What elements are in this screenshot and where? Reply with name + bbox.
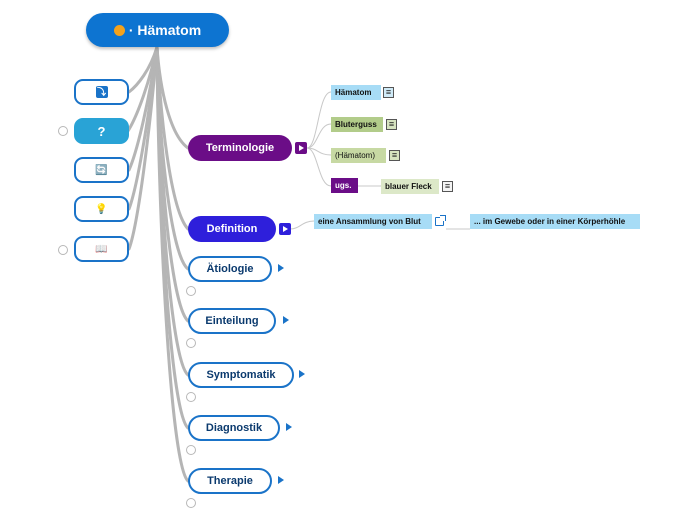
status-dot <box>113 24 125 36</box>
icon-node-question[interactable]: ? <box>74 118 129 144</box>
node-diagnostik[interactable]: Diagnostik <box>188 415 280 441</box>
note-icon[interactable]: ≡ <box>383 87 394 98</box>
root-label: · Hämatom <box>128 22 202 38</box>
node-therapie-label: Therapie <box>207 475 253 487</box>
arrow-down-icon: ⤵ <box>95 86 108 98</box>
collapse-count-badge[interactable] <box>186 498 196 508</box>
node-symptomatik[interactable]: Symptomatik <box>188 362 294 388</box>
node-diagnostik-label: Diagnostik <box>205 422 263 434</box>
question-icon: ? <box>97 123 106 139</box>
node-symptomatik-label: Symptomatik <box>206 369 276 381</box>
expand-play-icon[interactable] <box>295 142 307 154</box>
collapse-count-badge[interactable] <box>58 126 68 136</box>
leaf-label: (Hämatom) <box>335 151 376 160</box>
icon-node-refresh[interactable]: 🔄 <box>74 157 129 183</box>
node-aetiologie[interactable]: Ätiologie <box>188 256 272 282</box>
expand-arrow-icon[interactable] <box>286 423 292 431</box>
lightbulb-icon: 💡 <box>95 203 108 215</box>
node-aetiologie-label: Ätiologie <box>206 263 254 275</box>
note-icon[interactable]: ≡ <box>442 181 453 192</box>
icon-node-arrow[interactable]: ⤵ <box>74 79 129 105</box>
book-icon: 📖 <box>95 243 108 255</box>
leaf-label: blauer Fleck <box>385 182 432 191</box>
collapse-count-badge[interactable] <box>186 338 196 348</box>
leaf-definition-part1[interactable]: eine Ansammlung von Blut <box>314 214 432 229</box>
note-icon[interactable]: ≡ <box>389 150 400 161</box>
expand-arrow-icon[interactable] <box>299 370 305 378</box>
expand-arrow-icon[interactable] <box>283 316 289 324</box>
node-terminologie[interactable]: Terminologie <box>188 135 292 161</box>
leaf-bluterguss[interactable]: Bluterguss <box>331 117 383 132</box>
leaf-definition-part2[interactable]: ... im Gewebe oder in einer Körperhöhle <box>470 214 640 229</box>
collapse-count-badge[interactable] <box>186 286 196 296</box>
node-definition-label: Definition <box>206 223 258 235</box>
leaf-ugs[interactable]: ugs. <box>331 178 358 193</box>
node-definition[interactable]: Definition <box>188 216 276 242</box>
expand-arrow-icon[interactable] <box>278 264 284 272</box>
leaf-blauer-fleck[interactable]: blauer Fleck <box>381 179 439 194</box>
node-therapie[interactable]: Therapie <box>188 468 272 494</box>
leaf-haematom-paren[interactable]: (Hämatom) <box>331 148 386 163</box>
collapse-count-badge[interactable] <box>186 445 196 455</box>
node-einteilung[interactable]: Einteilung <box>188 308 276 334</box>
leaf-label: ... im Gewebe oder in einer Körperhöhle <box>474 217 626 226</box>
expand-play-icon[interactable] <box>279 223 291 235</box>
leaf-label: Bluterguss <box>335 120 377 129</box>
external-link-icon[interactable] <box>435 215 446 226</box>
icon-node-lightbulb[interactable]: 💡 <box>74 196 129 222</box>
leaf-haematom[interactable]: Hämatom <box>331 85 381 100</box>
expand-arrow-icon[interactable] <box>278 476 284 484</box>
leaf-label: ugs. <box>335 181 352 190</box>
root-node[interactable]: · Hämatom <box>86 13 229 47</box>
node-einteilung-label: Einteilung <box>205 315 259 327</box>
refresh-icon: 🔄 <box>95 164 108 176</box>
icon-node-book[interactable]: 📖 <box>74 236 129 262</box>
collapse-count-badge[interactable] <box>186 392 196 402</box>
leaf-label: eine Ansammlung von Blut <box>318 217 421 226</box>
collapse-count-badge[interactable] <box>58 245 68 255</box>
leaf-label: Hämatom <box>335 88 372 97</box>
node-terminologie-label: Terminologie <box>205 142 275 154</box>
note-icon[interactable]: ≡ <box>386 119 397 130</box>
